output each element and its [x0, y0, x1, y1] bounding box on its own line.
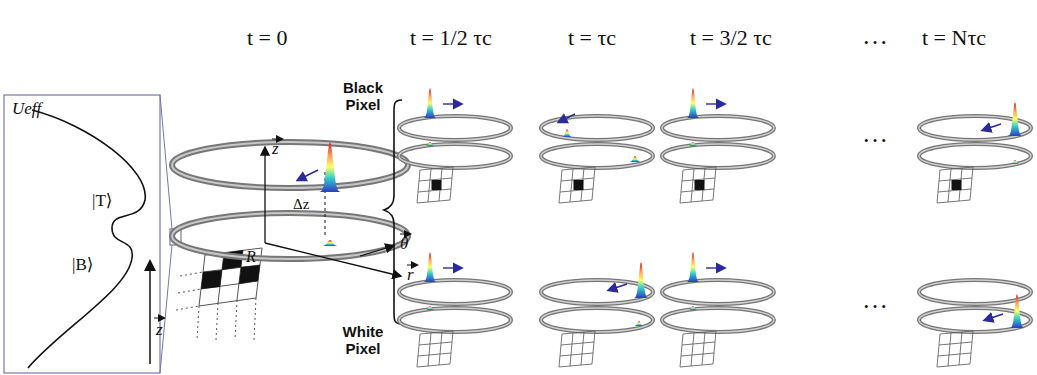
motion-arrow — [443, 267, 461, 268]
dimension-label: Δz — [293, 196, 309, 213]
motion-arrow — [706, 103, 724, 104]
ellipsis: … — [862, 286, 888, 315]
time-label: t = τc — [568, 26, 616, 50]
pixel-grid — [680, 167, 716, 203]
time-label: t = 1/2 τc — [410, 26, 492, 50]
dimension-label: R — [246, 248, 256, 266]
wave-packet — [318, 142, 342, 192]
ring — [399, 308, 511, 332]
motion-arrow — [609, 284, 627, 290]
ring-highlight — [919, 280, 1031, 304]
wave-packet — [686, 88, 700, 118]
pixel-grid — [680, 331, 716, 367]
wave-packet — [423, 88, 437, 118]
motion-arrow — [298, 170, 318, 180]
wave-packet — [686, 252, 700, 282]
wave-packet — [628, 156, 642, 162]
ring-highlight — [662, 280, 774, 304]
pixel-grid — [559, 331, 595, 367]
ring — [662, 116, 774, 140]
ring-highlight — [399, 144, 511, 168]
axis-label: θ — [400, 235, 408, 254]
row-label: Black Pixel — [332, 80, 394, 113]
ring-highlight — [541, 116, 653, 140]
wave-packet — [424, 142, 436, 146]
ring-highlight — [541, 308, 653, 332]
ellipsis: … — [862, 22, 888, 51]
time-label: t = 0 — [247, 26, 288, 50]
ring — [662, 280, 774, 304]
motion-arrow — [985, 314, 1003, 320]
wave-packet — [633, 262, 649, 298]
axis-label: r — [407, 266, 414, 285]
ring-highlight — [662, 308, 774, 332]
state-label: |B⟩ — [72, 256, 93, 275]
wave-packet — [687, 306, 699, 310]
axis-label: z — [156, 321, 163, 340]
ring — [399, 144, 511, 168]
wave-packet — [1009, 160, 1021, 164]
wave-packet — [423, 252, 437, 282]
ring — [662, 308, 774, 332]
wave-packet — [424, 306, 436, 310]
pixel-grid — [417, 167, 453, 203]
ring-highlight — [541, 280, 653, 304]
ring — [541, 116, 653, 140]
wave-packet — [561, 129, 573, 137]
motion-arrow — [443, 103, 461, 104]
ring-highlight — [399, 280, 511, 304]
wave-packet — [1007, 102, 1023, 136]
pixel-grid — [417, 331, 453, 367]
axis-label: z — [272, 140, 279, 159]
ring — [662, 144, 774, 168]
state-label: |T⟩ — [92, 192, 112, 211]
ring — [919, 280, 1031, 304]
motion-arrow — [559, 114, 575, 122]
pixel-grid — [559, 167, 595, 203]
axis-label: Ueff — [12, 100, 41, 119]
row-label: White Pixel — [332, 324, 394, 357]
ring-highlight — [399, 116, 511, 140]
ring — [541, 144, 653, 168]
motion-arrow — [983, 124, 1001, 130]
time-label: t = Nτc — [922, 26, 986, 50]
ring-highlight — [919, 144, 1031, 168]
ring — [919, 144, 1031, 168]
pixel-grid — [937, 167, 973, 203]
ring — [399, 280, 511, 304]
wave-packet — [1009, 294, 1025, 328]
time-label: t = 3/2 τc — [690, 26, 772, 50]
ring — [541, 280, 653, 304]
ring-highlight — [662, 116, 774, 140]
ring — [541, 308, 653, 332]
wave-packet — [633, 321, 645, 326]
pixel-grid — [937, 331, 973, 367]
motion-arrow — [706, 267, 724, 268]
ellipsis: … — [862, 120, 888, 149]
wave-packet — [320, 240, 340, 246]
wave-packet — [687, 142, 699, 146]
ring-highlight — [662, 144, 774, 168]
ring — [399, 116, 511, 140]
ring-highlight — [399, 308, 511, 332]
ring-highlight — [541, 144, 653, 168]
